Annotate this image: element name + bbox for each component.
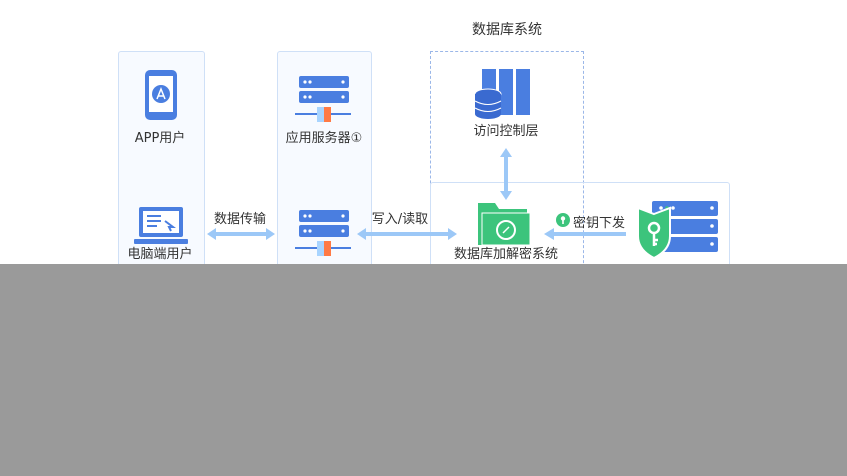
encrypted-folder-icon xyxy=(478,203,531,246)
enc-system-label: 数据库加解密系统 xyxy=(453,247,559,262)
access-layer-label: 访问控制层 xyxy=(473,124,539,139)
double-arrow-vertical xyxy=(500,148,512,200)
key-dispatch-label: 密钥下发 xyxy=(573,216,626,231)
write-read-label: 写入/读取 xyxy=(371,212,429,227)
server-icon xyxy=(295,210,351,256)
double-arrow-transfer xyxy=(207,228,275,240)
double-arrow-write-read xyxy=(357,228,457,240)
app-server-label: 应用服务器① xyxy=(285,131,363,146)
server-icon xyxy=(295,76,351,122)
app-user-label: APP用户 xyxy=(134,131,186,146)
transfer-label: 数据传输 xyxy=(213,212,267,227)
laptop-icon xyxy=(134,207,188,244)
database-icon xyxy=(474,69,530,119)
phone-app-icon xyxy=(145,70,177,120)
key-badge-icon xyxy=(556,213,570,227)
key-server-icon xyxy=(637,201,718,260)
db-system-title: 数据库系统 xyxy=(472,22,542,38)
gray-overlay xyxy=(0,264,847,476)
pc-user-label: 电脑端用户 xyxy=(127,247,193,262)
arrow-key-dispatch xyxy=(544,228,626,240)
